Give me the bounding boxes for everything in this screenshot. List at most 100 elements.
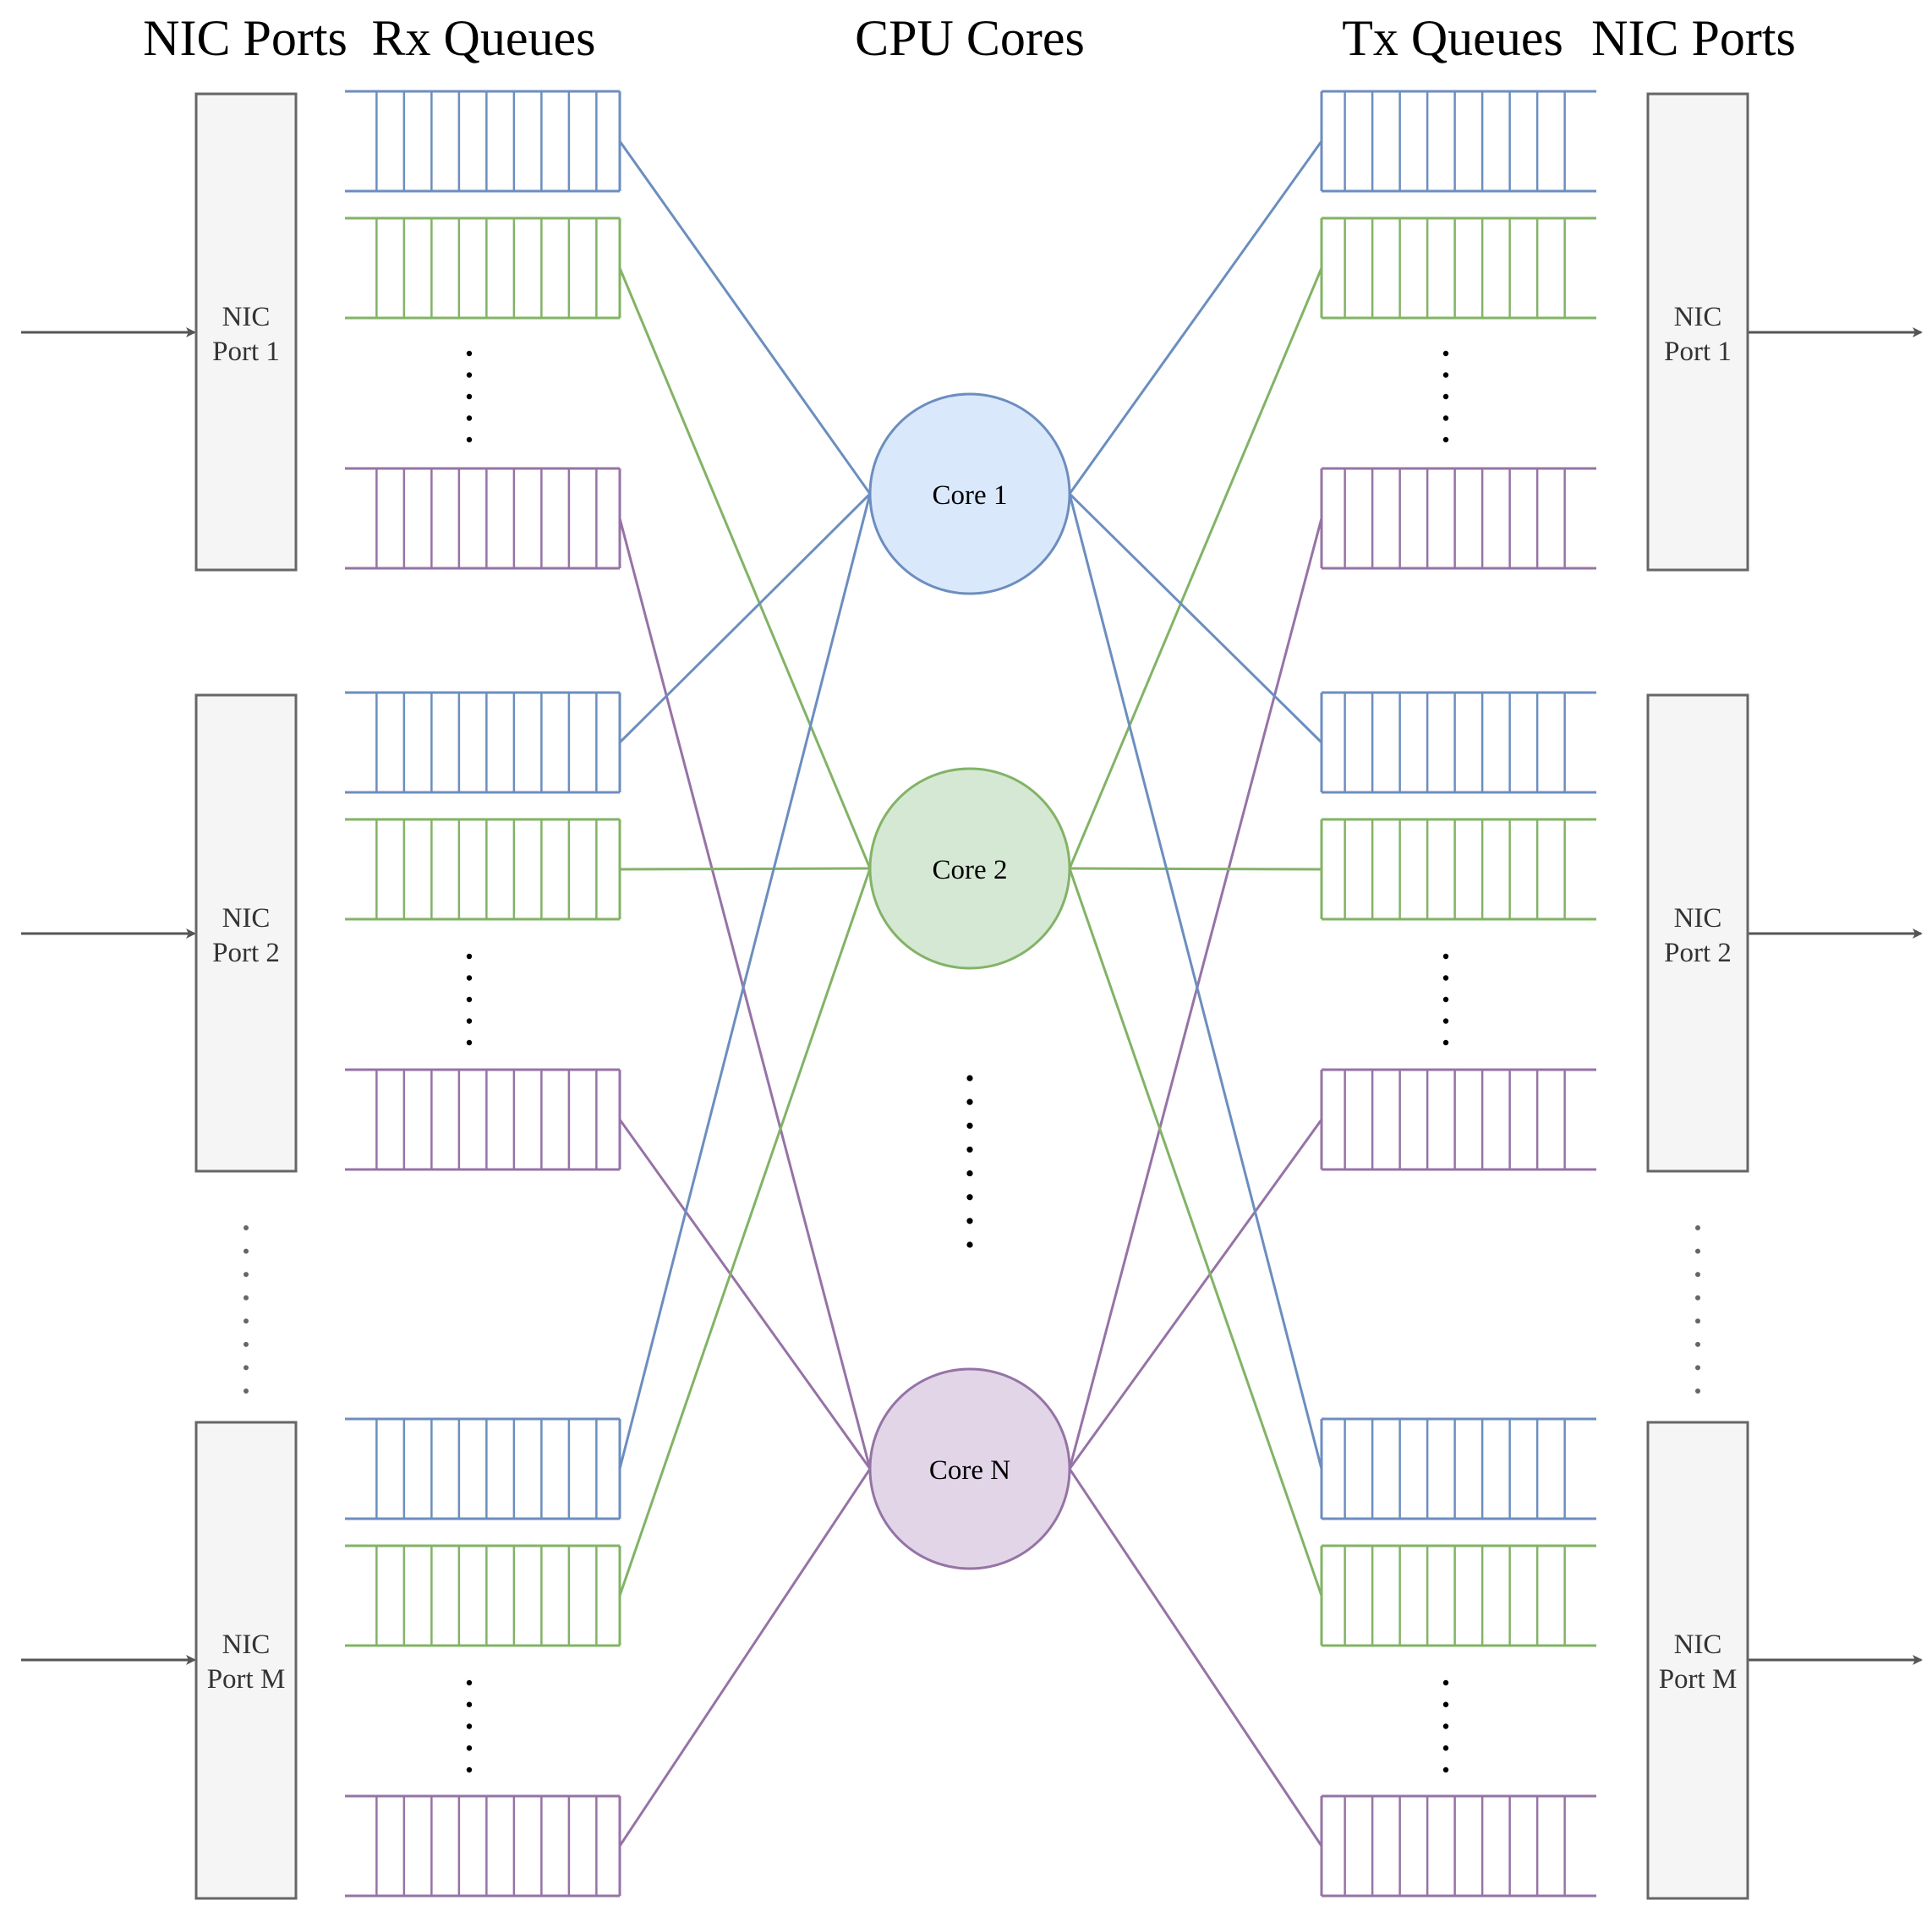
rx-connection-purple [618, 1119, 872, 1470]
dot [1695, 1248, 1700, 1254]
left-nic-port-1: NIC Port 1 [194, 92, 298, 572]
nic-port-box [194, 1421, 298, 1900]
dot [1442, 350, 1449, 357]
nic-port-label-line2: Port 2 [1664, 938, 1732, 968]
dot [466, 1039, 473, 1046]
rx-connection-green [618, 267, 872, 869]
nic-port-box [194, 693, 298, 1173]
nic-port-label-line2: Port M [1659, 1664, 1738, 1695]
dot [1442, 1766, 1449, 1773]
dot [244, 1272, 249, 1278]
dot [466, 415, 473, 421]
right-port-ellipsis [1695, 1225, 1700, 1394]
dot [1695, 1295, 1700, 1301]
dot [1442, 975, 1449, 981]
nic-port-label-line2: Port 1 [1664, 337, 1732, 367]
dot [466, 953, 473, 960]
dot [1695, 1225, 1700, 1230]
tx-queue-green [1320, 216, 1596, 320]
rx-queue-green [345, 818, 621, 921]
dot [466, 975, 473, 981]
dot [244, 1365, 249, 1371]
nic-port-box [1646, 92, 1749, 572]
tx-connection-purple [1068, 1119, 1323, 1470]
rx-queue-ellipsis [466, 1679, 473, 1773]
rx-queue-ellipsis [466, 953, 473, 1046]
nic-port-label-line2: Port M [207, 1664, 286, 1695]
dot [466, 372, 473, 378]
tx-connection-purple [1068, 518, 1323, 1470]
nic-port-label-line1: NIC [222, 903, 271, 934]
cpu-core-n: Core N [868, 1367, 1071, 1570]
dot [1442, 372, 1449, 378]
tx-queue-blue [1320, 1417, 1596, 1520]
rx-queue-blue [345, 90, 621, 193]
right-nic-port-1: NIC Port 1 [1646, 92, 1749, 572]
left-nic-port-2: NIC Port 2 [194, 693, 298, 1173]
rx-connection-green [618, 868, 872, 1597]
dot [1442, 1018, 1449, 1024]
heading-tx-queues: Tx Queues [1342, 10, 1563, 66]
core-circle [868, 767, 1071, 970]
heading-rx-queues: Rx Queues [372, 10, 596, 66]
tx-connection-purple [1068, 1468, 1323, 1847]
core-label: Core N [929, 1455, 1010, 1486]
core-label: Core 2 [933, 855, 1008, 885]
dot [466, 1723, 473, 1729]
dot [1442, 393, 1449, 400]
rx-queue-purple [345, 1068, 621, 1171]
tx-queue-ellipsis [1442, 953, 1449, 1046]
dot [244, 1318, 249, 1324]
input-arrows [21, 327, 196, 1665]
core-circle [868, 1367, 1071, 1570]
left-port-ellipsis [244, 1225, 249, 1394]
tx-connection-blue [1068, 140, 1323, 495]
dot [466, 393, 473, 400]
nic-port-label-line1: NIC [1674, 302, 1722, 332]
dot [466, 1766, 473, 1773]
queue-group [345, 90, 1596, 1898]
nic-port-label-line1: NIC [1674, 1629, 1722, 1660]
dot [466, 350, 473, 357]
tx-connection-blue [1068, 493, 1323, 1470]
dot [244, 1248, 249, 1254]
core-circle [868, 392, 1071, 595]
dot [466, 436, 473, 443]
dot [466, 1745, 473, 1751]
tx-queue-green [1320, 1544, 1596, 1647]
rx-queue-green [345, 1544, 621, 1647]
heading-right-nic-ports: NIC Ports [1591, 10, 1796, 66]
tx-connection-green [1068, 868, 1323, 1597]
rx-connection-green [619, 867, 871, 871]
dot [244, 1341, 249, 1347]
rx-queue-green [345, 216, 621, 320]
output-arrows [1747, 327, 1923, 1665]
dot [1442, 1701, 1449, 1707]
nic-port-label-line1: NIC [222, 302, 271, 332]
dot [1442, 1745, 1449, 1751]
dot [966, 1146, 973, 1153]
rx-connection-blue [618, 492, 872, 744]
nic-port-label-line1: NIC [1674, 903, 1722, 934]
tx-queue-purple [1320, 1068, 1596, 1171]
rx-connection-purple [618, 518, 872, 1470]
tx-queue-blue [1320, 90, 1596, 193]
dot [1442, 1039, 1449, 1046]
dot [1695, 1318, 1700, 1324]
core-ellipsis [966, 1075, 973, 1248]
dot [1695, 1365, 1700, 1371]
dot [1442, 1723, 1449, 1729]
dot [244, 1225, 249, 1230]
tx-queue-ellipsis [1442, 350, 1449, 443]
nic-port-box [1646, 693, 1749, 1173]
rx-connection-blue [618, 493, 872, 1470]
heading-left-nic-ports: NIC Ports [143, 10, 348, 66]
nic-port-box [1646, 1421, 1749, 1900]
dot [466, 1018, 473, 1024]
dot [966, 1169, 973, 1177]
rx-connection-purple [618, 1468, 872, 1847]
dot [1695, 1341, 1700, 1347]
rx-connection-blue [618, 140, 872, 495]
tx-queue-purple [1320, 467, 1596, 570]
